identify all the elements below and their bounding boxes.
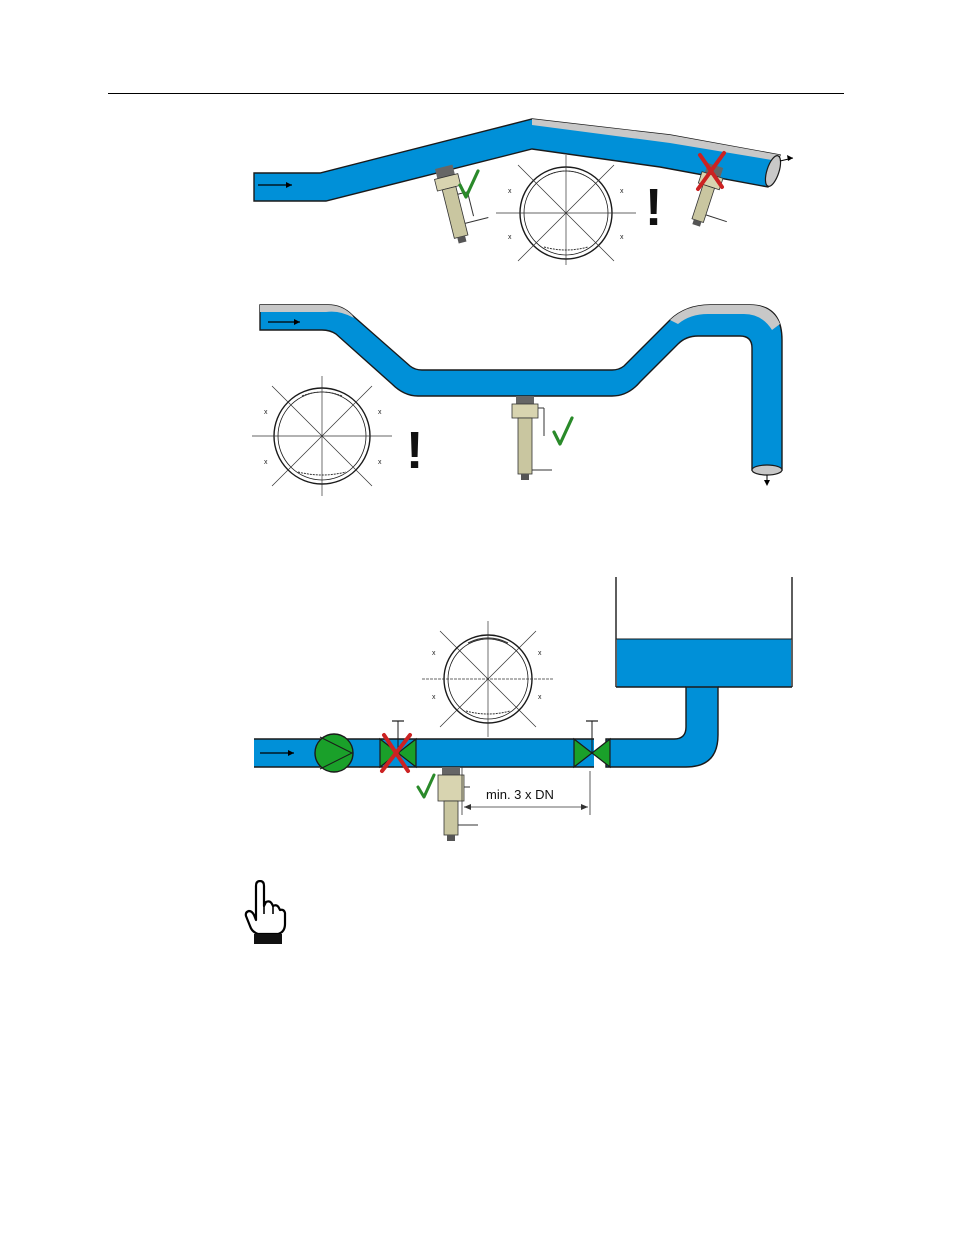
x-mark: x xyxy=(264,409,268,416)
check-icon xyxy=(554,418,572,444)
warning-mark: ! xyxy=(406,422,423,480)
x-mark: x xyxy=(620,188,624,195)
x-mark: x xyxy=(264,459,268,466)
cross-section-2: x x x x xyxy=(252,376,392,496)
x-mark: x xyxy=(508,188,512,195)
x-mark: x xyxy=(538,694,542,701)
x-mark: x xyxy=(538,650,542,657)
figure-pump-valve-tank: x x x x min. 3 x DN xyxy=(240,575,810,850)
x-mark: x xyxy=(508,234,512,241)
x-mark: x xyxy=(378,409,382,416)
sensor-ok xyxy=(438,767,478,841)
x-mark: x xyxy=(378,459,382,466)
pump-icon xyxy=(315,734,353,772)
dimension-label: min. 3 x DN xyxy=(486,787,554,802)
pipe-water xyxy=(606,687,718,767)
pipe-end xyxy=(752,465,782,475)
figure-horizontal-sag-pipe: x x x x ! xyxy=(240,300,800,500)
sensor-ok xyxy=(512,396,552,480)
pipe-water xyxy=(254,739,594,767)
cross-section-3: x x x x xyxy=(422,621,554,737)
sensor-ok xyxy=(432,159,493,245)
pointing-hand-icon xyxy=(242,880,288,946)
tank-water xyxy=(617,639,791,687)
check-icon xyxy=(460,171,478,197)
x-mark: x xyxy=(432,650,436,657)
cross-section-1: x x x x xyxy=(496,155,636,265)
warning-mark: ! xyxy=(645,179,662,237)
header-rule xyxy=(108,93,844,94)
x-mark: x xyxy=(432,694,436,701)
figure-descending-pipe: x x x x ! xyxy=(240,105,810,265)
check-icon xyxy=(418,775,434,797)
x-mark: x xyxy=(620,234,624,241)
